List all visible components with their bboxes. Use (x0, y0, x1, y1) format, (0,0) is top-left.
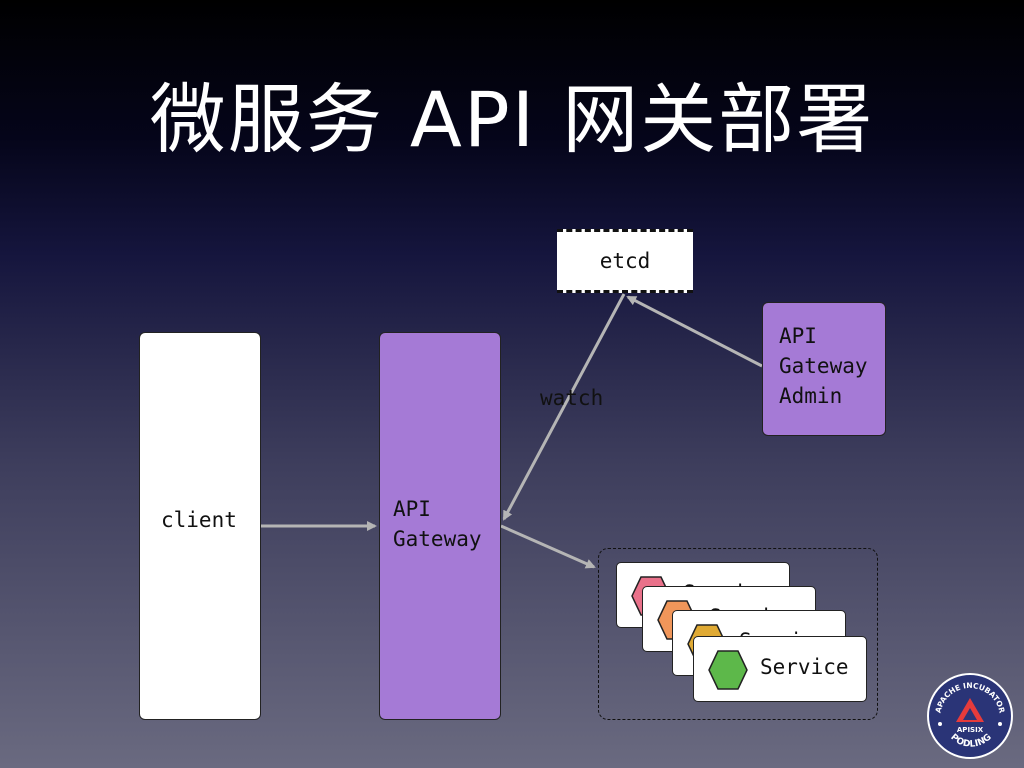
badge-bottom-text: PODLING (948, 732, 993, 749)
slide-title: 微服务 API 网关部署 (149, 75, 875, 164)
hexagon-shape (708, 650, 748, 690)
etcd-node: etcd (557, 229, 693, 293)
admin-to-etcd-arrow (626, 295, 763, 368)
api-gateway-node: API Gateway (379, 332, 501, 720)
services-group (598, 548, 878, 720)
api-gateway-admin-label: API Gateway Admin (779, 324, 868, 408)
service-label: Service (760, 655, 849, 679)
api-gateway-label: API Gateway (393, 497, 482, 551)
client-label: client (161, 508, 237, 532)
client-node: client (139, 332, 261, 720)
api-gateway-admin-node: API Gateway Admin (762, 302, 886, 436)
hexagon-icon (708, 650, 748, 690)
apisix-podling-badge: APACHE INCUBATOR PODLING APISIX (927, 673, 1013, 759)
etcd-to-gateway-watch-arrow (502, 293, 626, 521)
watch-label: watch (540, 386, 604, 410)
gateway-to-services-arrow (500, 524, 596, 569)
service-card: Service (693, 636, 867, 702)
badge-center-text: APISIX (957, 726, 984, 734)
